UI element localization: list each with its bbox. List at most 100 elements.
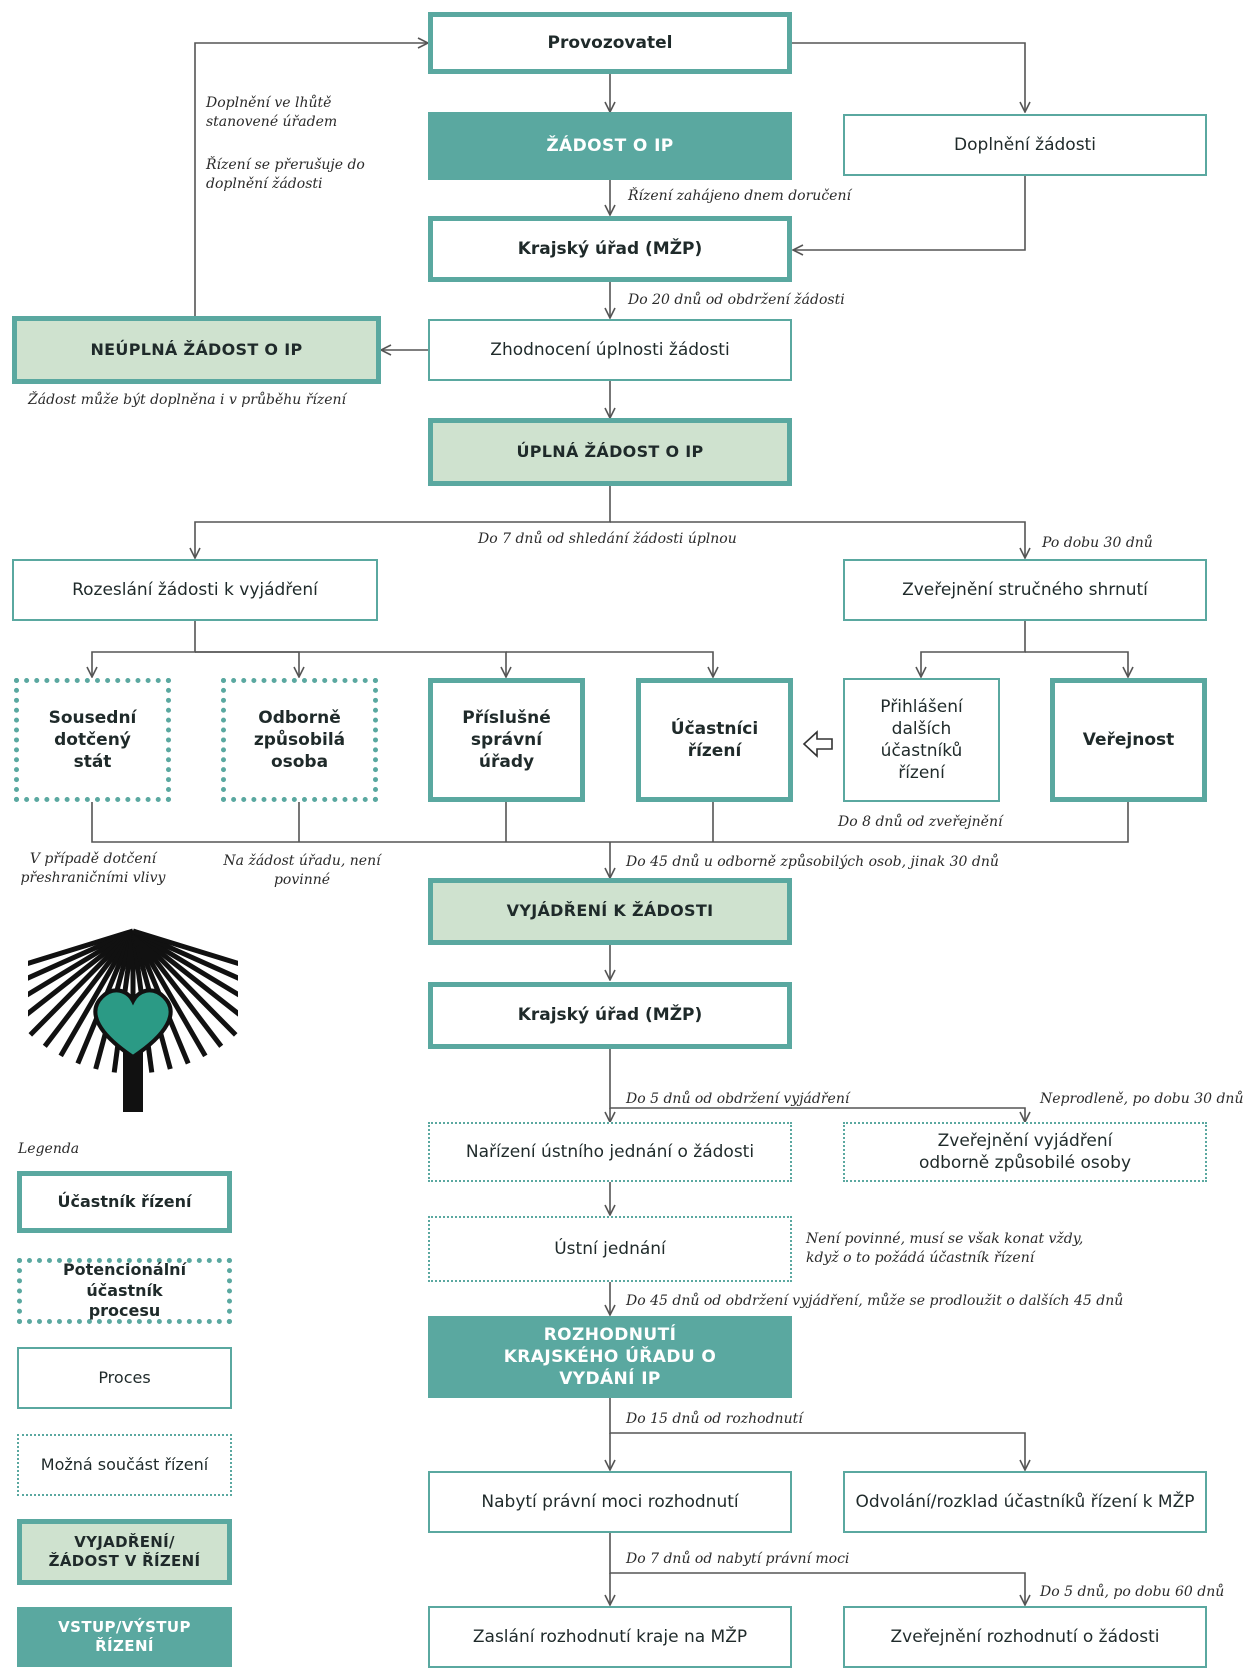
krajsky-urad-label-1: Krajský úřad (MŽP) (517, 238, 703, 259)
note-neprodlene: Neprodleně, po dobu 30 dnů (1040, 1091, 1244, 1107)
logo-ray (131, 928, 238, 998)
legend-potencionalni-label: Potencionální účastník procesu (62, 1259, 187, 1321)
tree-heart-logo-icon (28, 928, 238, 1112)
logo-ray (28, 928, 134, 966)
logo-ray (28, 928, 135, 981)
note-neni-povinne: Není povinné, musí se však konat vždy, k… (806, 1231, 1084, 1266)
fan-rozeslani-2 (195, 651, 299, 677)
legend-vstup-label: VSTUP/VÝSTUP ŘÍZENÍ (58, 1617, 191, 1656)
logo-ray (28, 928, 135, 998)
odborne-osoba-box: Odborně způsobilá osoba (221, 678, 378, 802)
krajsky-urad-label-2: Krajský úřad (MŽP) (517, 1005, 703, 1026)
ustni-jednani-box: Ústní jednání (428, 1216, 792, 1282)
note-do-45-dnu-vyj: Do 45 dnů od obdržení vyjádření, může se… (626, 1293, 1124, 1309)
zverejneni-shrnuti-box: Zveřejnění stručného shrnutí (843, 559, 1207, 621)
fan-rozeslani-4 (506, 651, 713, 677)
split-uplna-right (610, 521, 1025, 558)
verejnost-label: Veřejnost (1082, 729, 1175, 750)
note-do-5-dnu-60: Do 5 dnů, po dobu 60 dnů (1040, 1584, 1225, 1600)
doplneni-zadosti-box: Doplnění žádosti (843, 114, 1207, 176)
split-nabyti (609, 1532, 1025, 1605)
prislusne-urady-box: Příslušné správní úřady (428, 678, 585, 802)
note-do-45-dnu-odb: Do 45 dnů u odborně způsobilých osob, ji… (626, 854, 999, 870)
logo-ray (131, 929, 224, 1048)
narizeni-jednani-label: Nařízení ústního jednání o žádosti (465, 1141, 755, 1162)
krajsky-urad-box-1: Krajský úřad (MŽP) (428, 216, 792, 282)
prihlaseni-box: Přihlášení dalších účastníků řízení (843, 678, 1000, 802)
legend-vstup-box: VSTUP/VÝSTUP ŘÍZENÍ (17, 1607, 232, 1667)
logo-ray (42, 929, 135, 1048)
legend-vyjadreni-box: VYJADŘENÍ/ ŽÁDOST V ŘÍZENÍ (17, 1519, 232, 1585)
verejnost-box: Veřejnost (1050, 678, 1207, 802)
sousedni-stat-box: Sousední dotčený stát (14, 678, 171, 802)
rozeslani-box: Rozeslání žádosti k vyjádření (12, 559, 378, 621)
note-do-5-dnu-vyj: Do 5 dnů od obdržení vyjádření (626, 1091, 850, 1107)
legend-ucastnik-label: Účastník řízení (57, 1191, 192, 1211)
zverejneni-rozhodnuti-box: Zveřejnění rozhodnutí o žádosti (843, 1606, 1207, 1668)
legend-proces-label: Proces (98, 1367, 151, 1387)
fan-zverejneni (921, 620, 1026, 677)
fan-rozeslani-3 (195, 651, 506, 677)
vyjadreni-k-zadosti-label: VYJÁDŘENÍ K ŽÁDOSTI (506, 901, 714, 921)
uplna-zadost-box: ÚPLNÁ ŽÁDOST O IP (428, 418, 792, 486)
note-do-20-dnu: Do 20 dnů od obdržení žádosti (628, 292, 845, 308)
zverejneni-vyjadreni-label: Zveřejnění vyjádření odborně způsobilé o… (918, 1130, 1132, 1173)
prihlaseni-label: Přihlášení dalších účastníků řízení (880, 696, 963, 784)
note-na-zadost: Na žádost úřadu, není povinné (223, 853, 381, 888)
split-uplna (195, 486, 611, 558)
odborne-osoba-label: Odborně způsobilá osoba (253, 707, 346, 773)
legend-mozna-box: Možná součást řízení (17, 1434, 232, 1496)
ustni-jednani-label: Ústní jednání (554, 1238, 666, 1259)
legend-title: Legenda (18, 1141, 80, 1157)
zaslani-label: Zaslání rozhodnutí kraje na MŽP (472, 1626, 748, 1647)
note-do-8-dnu: Do 8 dnů od zveřejnění (838, 814, 1003, 830)
logo-ray (131, 928, 238, 981)
narizeni-jednani-box: Nařízení ústního jednání o žádosti (428, 1122, 792, 1182)
ucastnici-rizeni-box: Účastníci řízení (636, 678, 793, 802)
zadost-oip-box: ŽÁDOST O IP (428, 112, 792, 180)
logo-ray (132, 928, 238, 966)
legend-mozna-label: Možná součást řízení (40, 1454, 209, 1474)
logo-ray (130, 929, 208, 1058)
odvolani-box: Odvolání/rozklad účastníků řízení k MŽP (843, 1471, 1207, 1533)
ucastnici-rizeni-label: Účastníci řízení (670, 718, 759, 761)
legend-potencionalni-box: Potencionální účastník procesu (17, 1258, 232, 1324)
fan-zverejneni-2 (1025, 651, 1128, 677)
note-do-7-dnu-moc: Do 7 dnů od nabytí právní moci (626, 1551, 850, 1567)
zadost-oip-label: ŽÁDOST O IP (546, 135, 674, 156)
logo-ray (131, 929, 238, 1037)
note-rizeni-zahajeno: Řízení zahájeno dnem doručení (628, 188, 851, 204)
logo-ray (58, 929, 136, 1058)
note-do-15-dnu: Do 15 dnů od rozhodnutí (626, 1411, 803, 1427)
logo-ray (131, 929, 238, 1017)
odvolani-label: Odvolání/rozklad účastníků řízení k MŽP (855, 1491, 1195, 1512)
provozovatel-box: Provozovatel (428, 12, 792, 74)
zaslani-box: Zaslání rozhodnutí kraje na MŽP (428, 1606, 792, 1668)
logo-ray (28, 929, 135, 1017)
vyjadreni-k-zadosti-box: VYJÁDŘENÍ K ŽÁDOSTI (428, 878, 792, 945)
note-doplneni-lhute: Doplnění ve lhůtě stanovené úřadem (206, 95, 338, 130)
prislusne-urady-label: Příslušné správní úřady (462, 707, 551, 773)
nabyti-moci-box: Nabytí právní moci rozhodnutí (428, 1471, 792, 1533)
rozeslani-label: Rozeslání žádosti k vyjádření (72, 579, 318, 600)
provozovatel-label: Provozovatel (547, 32, 673, 53)
legend-proces-box: Proces (17, 1347, 232, 1409)
arrow-doplneni-kraj (793, 176, 1026, 250)
fan-rozeslani (92, 620, 196, 677)
hollow-arrow-left-icon (802, 730, 833, 758)
rozhodnuti-box: ROZHODNUTÍ KRAJSKÉHO ÚŘADU O VYDÁNÍ IP (428, 1316, 792, 1398)
note-v-pripade: V případě dotčení přeshraničními vlivy (20, 851, 166, 886)
zverejneni-rozhodnuti-label: Zveřejnění rozhodnutí o žádosti (890, 1626, 1160, 1647)
legend-vyjadreni-label: VYJADŘENÍ/ ŽÁDOST V ŘÍZENÍ (48, 1532, 201, 1571)
note-po-dobu-30: Po dobu 30 dnů (1042, 535, 1153, 551)
note-zadost-doplnena: Žádost může být doplněna i v průběhu říz… (28, 392, 347, 408)
arrow-provoz-doplneni (792, 42, 1025, 112)
zhodnoceni-box: Zhodnocení úplnosti žádosti (428, 319, 792, 381)
note-rizeni-prerusuje: Řízení se přerušuje do doplnění žádosti (206, 157, 365, 192)
nabyti-moci-label: Nabytí právní moci rozhodnutí (481, 1491, 739, 1512)
note-do-7-dnu: Do 7 dnů od shledání žádosti úplnou (478, 531, 737, 547)
logo-ray (28, 929, 135, 1037)
krajsky-urad-box-2: Krajský úřad (MŽP) (428, 982, 792, 1049)
sousedni-stat-label: Sousední dotčený stát (48, 707, 137, 773)
